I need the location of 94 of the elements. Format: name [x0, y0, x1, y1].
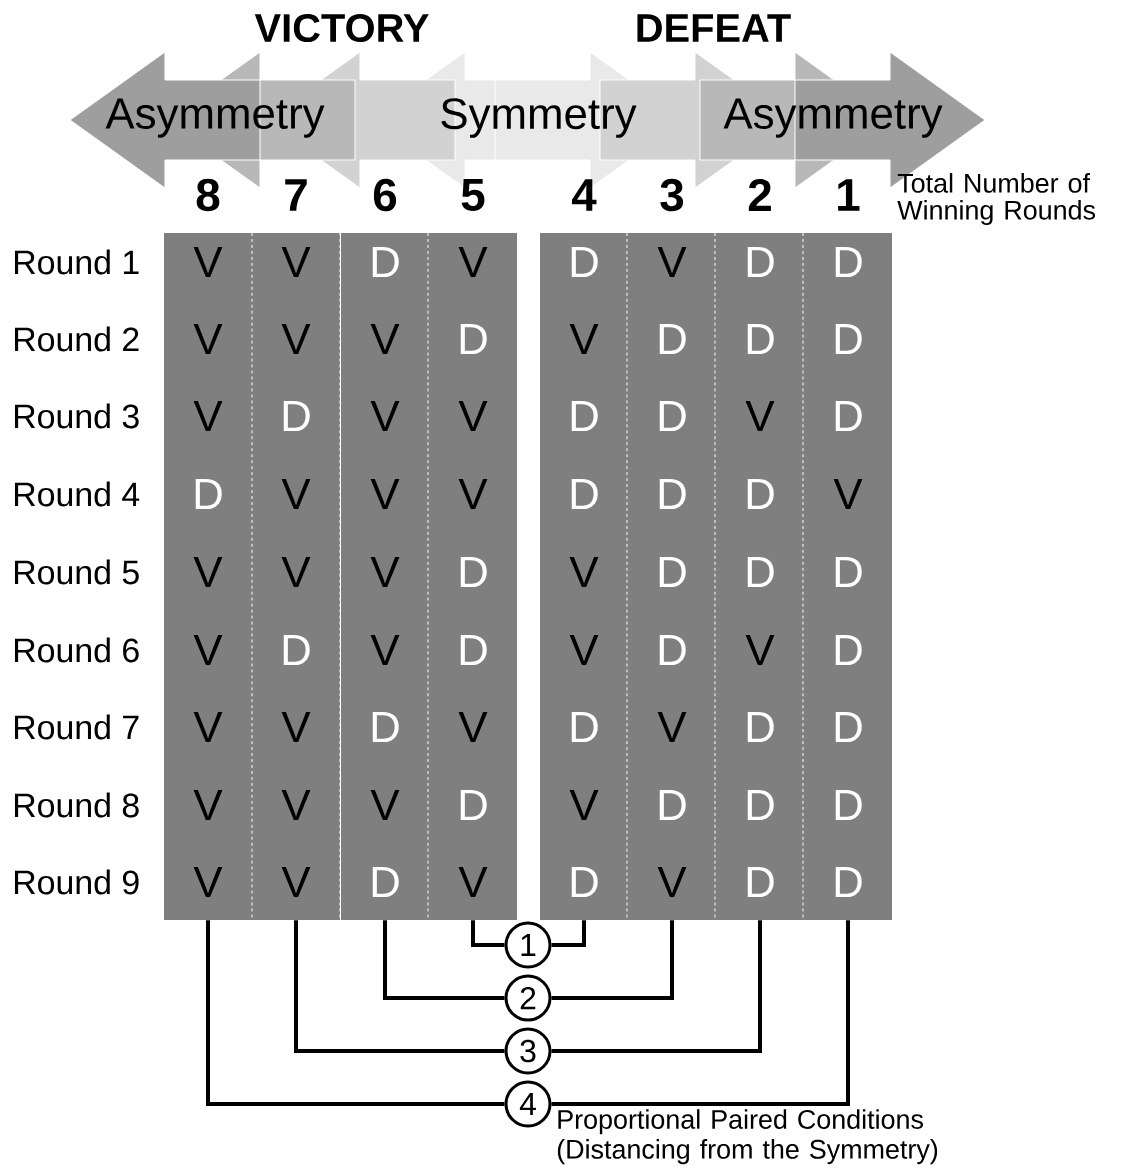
- node-label: V: [370, 323, 400, 355]
- node-label: D: [835, 246, 862, 278]
- node-label: D: [659, 789, 686, 821]
- node-label: V: [193, 866, 223, 898]
- node-label: V: [193, 556, 223, 588]
- node-label: V: [657, 246, 687, 278]
- node-label: D: [460, 634, 487, 666]
- table-column: 6 D V V V V V D V D: [341, 178, 429, 920]
- node-label: D: [659, 634, 686, 666]
- node-label: V: [193, 634, 223, 666]
- table-column: 2 D D V D D V D D D: [716, 179, 804, 920]
- node-label: V: [458, 866, 488, 898]
- node-label: 1: [838, 179, 860, 211]
- caption: Proportional Paired Conditions (Distancing from the Symmetry): [557, 1109, 938, 1165]
- node-label: D: [747, 711, 774, 743]
- node-label: 4: [571, 179, 597, 211]
- node-label: V: [281, 478, 311, 510]
- node-label: 7: [285, 179, 307, 211]
- node-label: V: [281, 556, 311, 588]
- node-label: D: [835, 711, 862, 743]
- node-label: 2: [748, 179, 771, 212]
- arrow-label: Asymmetry: [105, 98, 325, 138]
- node-label: D: [747, 556, 774, 588]
- bracket-line: [551, 920, 586, 947]
- node-label: V: [370, 478, 400, 510]
- node-label: D: [747, 478, 774, 510]
- bracket-line: [551, 920, 674, 1000]
- arrow-label: Asymmetry: [723, 98, 943, 138]
- table-column: 5 V D V V D D V D V: [429, 179, 517, 920]
- node-label: V: [193, 323, 223, 355]
- bracket-line: [294, 920, 505, 1053]
- table-column: 3 V D D D D D V D V: [628, 178, 716, 920]
- node-label: D: [372, 866, 399, 898]
- node-label: D: [835, 400, 862, 432]
- node-label: D: [747, 246, 774, 278]
- node-label: D: [460, 556, 487, 588]
- node-label: V: [193, 400, 223, 432]
- node-label: V: [745, 400, 775, 432]
- node-label: V: [458, 246, 488, 278]
- node-label: V: [745, 634, 775, 666]
- node-label: 5: [461, 179, 485, 211]
- node-label: D: [835, 556, 862, 588]
- node-label: V: [193, 246, 223, 278]
- node-label: V: [458, 400, 488, 432]
- node-label: V: [281, 246, 311, 278]
- table-column: 4 D V D D V V D V D: [540, 179, 628, 920]
- node-label: D: [659, 556, 686, 588]
- node-label: V: [458, 711, 488, 743]
- node-label: D: [835, 866, 862, 898]
- node-label: 8: [196, 178, 220, 212]
- node-label: D: [659, 478, 686, 510]
- bracket-line: [383, 920, 505, 1000]
- bracket-line: [551, 920, 762, 1053]
- axis-label: Total Number of Winning Rounds: [897, 173, 1096, 225]
- table-column: 8 V V V D V V V V V: [164, 178, 252, 920]
- arrow-label: Symmetry: [441, 98, 637, 138]
- node-label: V: [281, 323, 311, 355]
- node-label: D: [195, 478, 222, 510]
- node-label: V: [657, 866, 687, 898]
- node-label: V: [281, 711, 311, 743]
- table-column: 7 V V D V V D V V V: [252, 179, 340, 920]
- node-label: 6: [373, 178, 397, 212]
- node-label: V: [370, 634, 400, 666]
- heading: VICTORY: [254, 13, 429, 43]
- node-label: V: [281, 866, 311, 898]
- node-label: V: [370, 400, 400, 432]
- node-label: V: [657, 711, 687, 743]
- node-label: D: [283, 634, 310, 666]
- node-label: D: [747, 866, 774, 898]
- bracket-line: [471, 920, 505, 947]
- node-label: V: [193, 789, 223, 821]
- node-label: V: [833, 478, 863, 510]
- node-label: V: [193, 711, 223, 743]
- node-label: D: [747, 789, 774, 821]
- node-label: V: [281, 789, 311, 821]
- bracket-line: [551, 920, 850, 1106]
- node-label: D: [372, 246, 399, 278]
- bracket-line: [206, 920, 505, 1106]
- node-label: D: [835, 634, 862, 666]
- node-label: D: [460, 323, 487, 355]
- node-label: D: [372, 711, 399, 743]
- node-label: D: [835, 323, 862, 355]
- heading: DEFEAT: [637, 14, 791, 42]
- node-label: D: [659, 323, 686, 355]
- table-column: 1 D D D V D D D D D: [804, 179, 892, 920]
- node-label: D: [659, 400, 686, 432]
- node-label: D: [835, 789, 862, 821]
- node-label: V: [370, 556, 400, 588]
- node-label: V: [370, 789, 400, 821]
- node-label: V: [458, 478, 488, 510]
- node-label: D: [283, 400, 310, 432]
- node-label: D: [460, 789, 487, 821]
- node-label: D: [747, 323, 774, 355]
- node-label: 3: [660, 178, 684, 212]
